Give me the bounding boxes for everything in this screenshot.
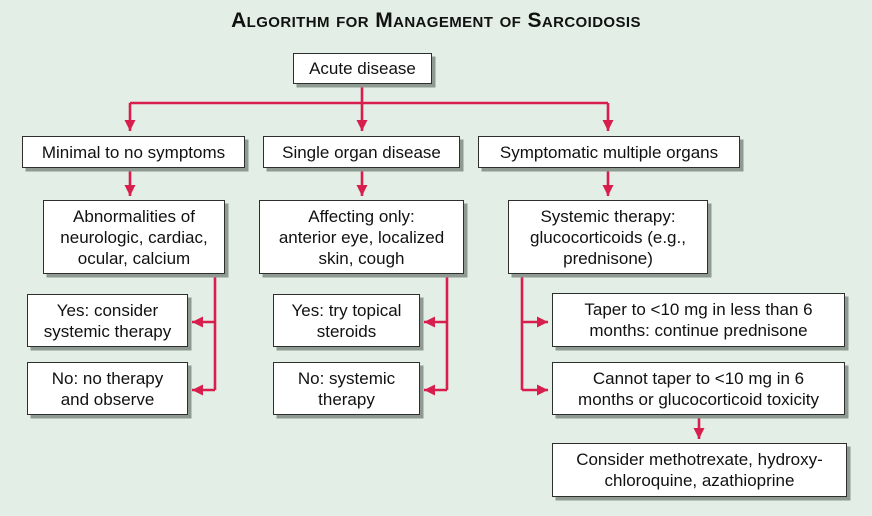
node-no-systemic-therapy: No: systemic therapy xyxy=(273,362,420,415)
node-yes-consider-systemic: Yes: consider systemic therapy xyxy=(27,294,188,347)
node-yes-topical-steroids: Yes: try topical steroids xyxy=(273,294,420,347)
node-affecting-only: Affecting only: anterior eye, localized … xyxy=(259,200,464,274)
node-taper-continue-prednisone: Taper to <10 mg in less than 6 months: c… xyxy=(552,293,845,347)
node-consider-methotrexate: Consider methotrexate, hydroxy- chloroqu… xyxy=(552,443,847,497)
diagram-title: Algorithm for Management of Sarcoidosis xyxy=(231,9,641,32)
node-no-therapy-observe: No: no therapy and observe xyxy=(27,362,188,415)
node-cannot-taper-toxicity: Cannot taper to <10 mg in 6 months or gl… xyxy=(552,362,845,415)
node-systemic-therapy: Systemic therapy: glucocorticoids (e.g.,… xyxy=(508,200,708,274)
node-single-organ-disease: Single organ disease xyxy=(263,136,460,168)
node-symptomatic-multiple-organs: Symptomatic multiple organs xyxy=(478,136,740,168)
node-acute-disease: Acute disease xyxy=(293,53,432,84)
node-abnormalities: Abnormalities of neurologic, cardiac, oc… xyxy=(43,200,225,274)
node-minimal-symptoms: Minimal to no symptoms xyxy=(22,136,245,168)
